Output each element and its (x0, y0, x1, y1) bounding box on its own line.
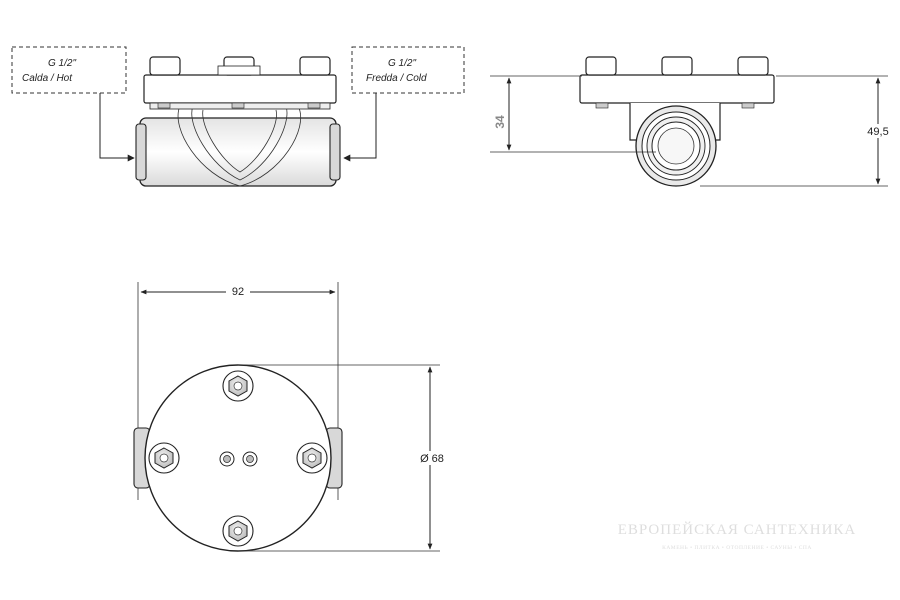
dim-width: 92 (232, 286, 244, 298)
watermark-title: ЕВРОПЕЙСКАЯ САНТЕХНИКА (618, 521, 857, 538)
side-flange-plate (579, 74, 775, 104)
center-screws (219, 451, 258, 467)
cold-inlet-label: G 1/2" Fredda / Cold (351, 46, 465, 94)
dim-diameter: Ø 68 (420, 453, 444, 465)
cold-leader-arrow (343, 93, 377, 162)
nut-top (222, 370, 254, 402)
front-pipe-body (139, 117, 337, 187)
dim-height-total: 49,5 (867, 126, 888, 138)
side-view: 34 49,5 (490, 56, 890, 187)
nut-right (296, 442, 328, 474)
cold-label-text: Fredda / Cold (366, 73, 427, 84)
cold-size-text: G 1/2" (388, 58, 416, 69)
nut-bottom (222, 515, 254, 547)
hot-inlet-label: G 1/2" Calda / Hot (11, 46, 127, 94)
hot-label-text: Calda / Hot (22, 73, 73, 84)
top-view: 92 Ø 68 (133, 282, 452, 552)
front-flange-plate (143, 74, 337, 104)
watermark-subtitle: КАМЕНЬ • ПЛИТКА • ОТОПЛЕНИЕ • САУНЫ • СП… (662, 545, 812, 551)
hot-leader-arrow (99, 93, 135, 162)
front-view: G 1/2" Calda / Hot G 1/2" Fredda / Cold (11, 46, 465, 187)
nut-left (148, 442, 180, 474)
dim-height-inlet: 34 (493, 115, 507, 129)
hot-size-text: G 1/2" (48, 58, 76, 69)
watermark: ЕВРОПЕЙСКАЯ САНТЕХНИКА КАМЕНЬ • ПЛИТКА •… (618, 521, 857, 551)
